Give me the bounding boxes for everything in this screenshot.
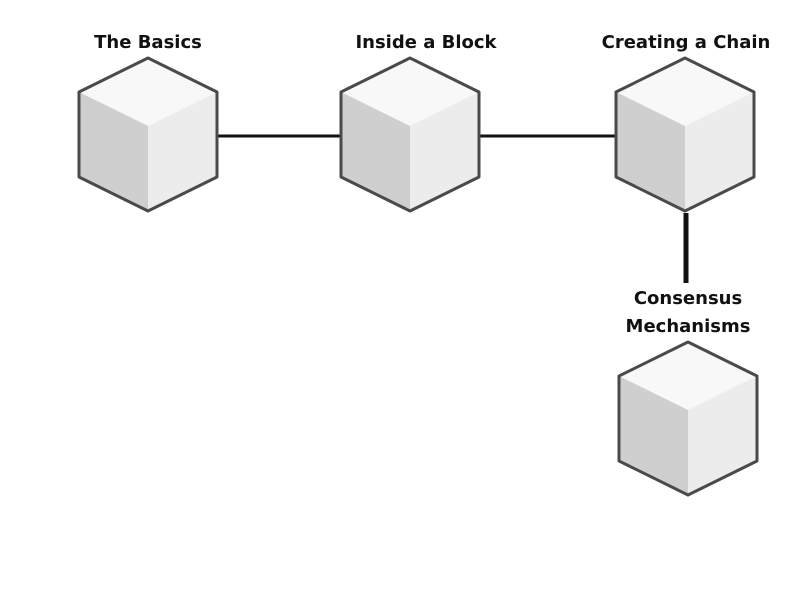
cube-icon xyxy=(77,56,219,213)
node-inside-block[interactable]: Inside a Block xyxy=(339,32,498,213)
node-consensus[interactable]: Consensus Mechanisms xyxy=(617,288,759,497)
node-basics[interactable]: The Basics xyxy=(77,32,219,213)
node-inside-block-label: Inside a Block xyxy=(355,32,497,53)
node-creating-chain[interactable]: Creating a Chain xyxy=(602,32,771,213)
cube-icon xyxy=(339,56,481,213)
cube-icon xyxy=(617,340,759,497)
cube-icon xyxy=(614,56,756,213)
node-basics-label: The Basics xyxy=(94,32,202,53)
node-consensus-label-line-2: Mechanisms xyxy=(626,316,751,337)
node-creating-chain-label: Creating a Chain xyxy=(602,32,771,53)
node-consensus-label-line-1: Consensus xyxy=(634,288,742,309)
